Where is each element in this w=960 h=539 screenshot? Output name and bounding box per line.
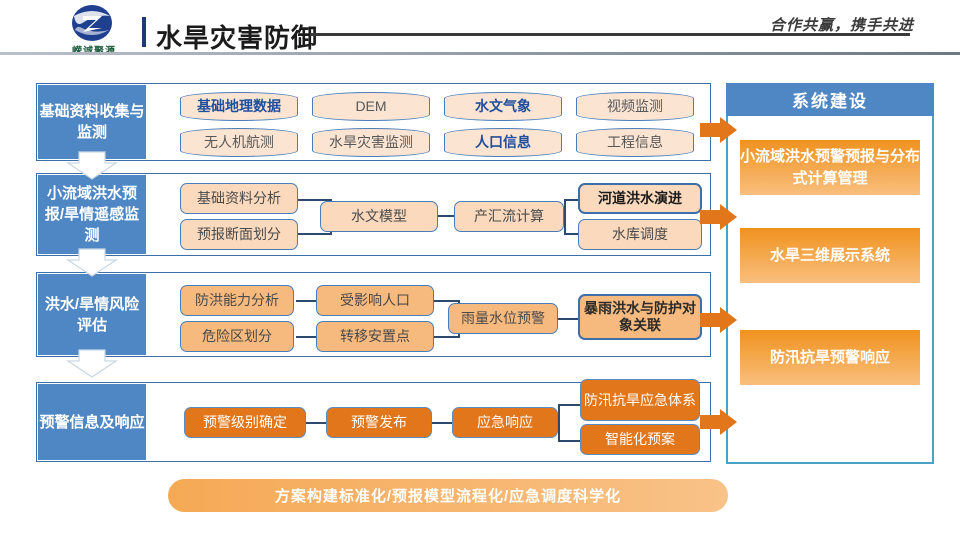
node-label: 预警级别确定 <box>203 414 287 430</box>
node-reservoir-dispatch[interactable]: 水库调度 <box>578 219 702 250</box>
node-hydro-model[interactable]: 水文模型 <box>320 201 438 232</box>
node-river-flood-routing[interactable]: 河道洪水演进 <box>578 183 702 214</box>
node-base-data-analysis[interactable]: 基础资料分析 <box>180 183 298 214</box>
node-label: 水文模型 <box>351 208 407 224</box>
company-logo: 嵘诚聚源 <box>48 4 140 58</box>
system-item-2[interactable]: 水旱三维展示系统 <box>740 228 920 283</box>
down-arrow-icon-2 <box>66 248 118 277</box>
stage-label-2-text: 小流域洪水预报/旱情遥感监测 <box>44 185 140 244</box>
node-warning-release[interactable]: 预警发布 <box>326 407 432 438</box>
node-label: 雨量水位预警 <box>461 310 545 326</box>
system-item-3[interactable]: 防汛抗旱预警响应 <box>740 330 920 385</box>
header-tagline: 合作共赢，携手共进 <box>769 17 914 34</box>
header-divider <box>0 52 960 55</box>
node-label: 防汛抗旱应急体系 <box>584 391 696 408</box>
bottom-banner: 方案构建标准化/预报模型流程化/应急调度科学化 <box>168 479 728 512</box>
page-header: 嵘诚聚源 水旱灾害防御 合作共赢，携手共进 <box>0 0 960 62</box>
stage-label-2: 小流域洪水预报/旱情遥感监测 <box>38 175 146 254</box>
node-label: 智能化预案 <box>605 431 675 447</box>
connector <box>564 199 566 235</box>
stage-label-1-text: 基础资料收集与监测 <box>39 103 145 141</box>
node-label: 人口信息 <box>475 134 531 150</box>
node-relocation-site[interactable]: 转移安置点 <box>316 321 434 352</box>
node-label: 水库调度 <box>612 226 668 242</box>
node-label: 基础地理数据 <box>197 98 281 114</box>
connector <box>296 336 318 338</box>
connector <box>296 199 332 201</box>
connector <box>558 404 588 406</box>
system-item-label: 防汛抗旱预警响应 <box>769 348 890 366</box>
node-label: 视频监测 <box>607 98 663 114</box>
node-project-info[interactable]: 工程信息 <box>576 128 694 157</box>
page-title: 水旱灾害防御 <box>156 23 319 53</box>
node-label: DEM <box>355 98 387 114</box>
system-item-label: 水旱三维展示系统 <box>769 246 890 264</box>
stage-label-4: 预警信息及响应 <box>38 384 146 460</box>
connector <box>434 336 460 338</box>
node-smart-contingency-plan[interactable]: 智能化预案 <box>580 424 700 455</box>
down-arrow-icon-3 <box>66 349 118 378</box>
node-label: 暴雨洪水与防护对象关联 <box>584 300 696 333</box>
stage-label-3: 洪水/旱情风险评估 <box>38 274 146 355</box>
node-flood-drought-emergency-system[interactable]: 防汛抗旱应急体系 <box>580 379 700 421</box>
right-arrow-icon-3 <box>700 307 737 333</box>
logo-wordmark: 嵘诚聚源 <box>48 43 140 56</box>
node-affected-population[interactable]: 受影响人口 <box>316 285 434 316</box>
stage-label-3-text: 洪水/旱情风险评估 <box>44 295 140 334</box>
bottom-banner-text: 方案构建标准化/预报模型流程化/应急调度科学化 <box>274 488 622 505</box>
node-video-monitor[interactable]: 视频监测 <box>576 92 694 121</box>
connector <box>558 404 560 442</box>
connector <box>436 215 460 217</box>
node-label: 工程信息 <box>607 134 663 150</box>
node-label: 转移安置点 <box>340 328 410 344</box>
system-item-label: 小流域洪水预警预报与分布式计算管理 <box>740 147 921 187</box>
node-label: 水旱灾害监测 <box>329 134 413 150</box>
logo-mark-icon <box>72 5 112 41</box>
connector <box>558 440 588 442</box>
node-population-info[interactable]: 人口信息 <box>444 128 562 157</box>
right-arrow-icon-2 <box>700 204 737 230</box>
system-build-panel-title-text: 系统建设 <box>792 92 868 111</box>
node-uav-survey[interactable]: 无人机航测 <box>180 128 298 157</box>
connector <box>556 318 582 320</box>
down-arrow-icon-1 <box>66 151 118 180</box>
node-label: 危险区划分 <box>202 328 272 344</box>
right-arrow-icon-1 <box>700 117 737 143</box>
stage-label-4-text: 预警信息及响应 <box>39 413 145 431</box>
node-forecast-section-division[interactable]: 预报断面划分 <box>180 219 298 250</box>
node-storm-flood-protection-link[interactable]: 暴雨洪水与防护对象关联 <box>578 294 702 340</box>
node-flood-control-capacity[interactable]: 防洪能力分析 <box>180 285 294 316</box>
node-label: 预报断面划分 <box>197 226 281 242</box>
node-label: 河道洪水演进 <box>598 190 682 206</box>
node-dem[interactable]: DEM <box>312 92 430 121</box>
node-danger-zone-division[interactable]: 危险区划分 <box>180 321 294 352</box>
node-flood-drought-monitor[interactable]: 水旱灾害监测 <box>312 128 430 157</box>
system-item-1[interactable]: 小流域洪水预警预报与分布式计算管理 <box>740 140 920 195</box>
node-label: 产汇流计算 <box>474 208 544 224</box>
node-runoff-calc[interactable]: 产汇流计算 <box>454 201 564 232</box>
node-label: 基础资料分析 <box>197 190 281 206</box>
system-build-panel-title: 系统建设 <box>726 83 934 116</box>
node-label: 防洪能力分析 <box>195 292 279 308</box>
node-rain-waterlevel-warning[interactable]: 雨量水位预警 <box>448 303 558 334</box>
node-label: 应急响应 <box>477 414 533 430</box>
node-label: 受影响人口 <box>340 292 410 308</box>
connector <box>296 233 332 235</box>
connector <box>296 300 318 302</box>
connector <box>432 422 454 424</box>
node-label: 水文气象 <box>475 98 531 114</box>
title-accent-bar <box>142 17 146 47</box>
node-warning-level-decision[interactable]: 预警级别确定 <box>184 407 306 438</box>
node-label: 预警发布 <box>351 414 407 430</box>
connector <box>306 422 328 424</box>
node-emergency-response[interactable]: 应急响应 <box>452 407 558 438</box>
stage-label-1: 基础资料收集与监测 <box>38 85 146 159</box>
node-base-geo-data[interactable]: 基础地理数据 <box>180 92 298 121</box>
node-label: 无人机航测 <box>204 134 274 150</box>
connector <box>434 300 460 302</box>
right-arrow-icon-4 <box>700 409 737 435</box>
title-rule <box>310 33 910 36</box>
node-hydro-meteo[interactable]: 水文气象 <box>444 92 562 121</box>
